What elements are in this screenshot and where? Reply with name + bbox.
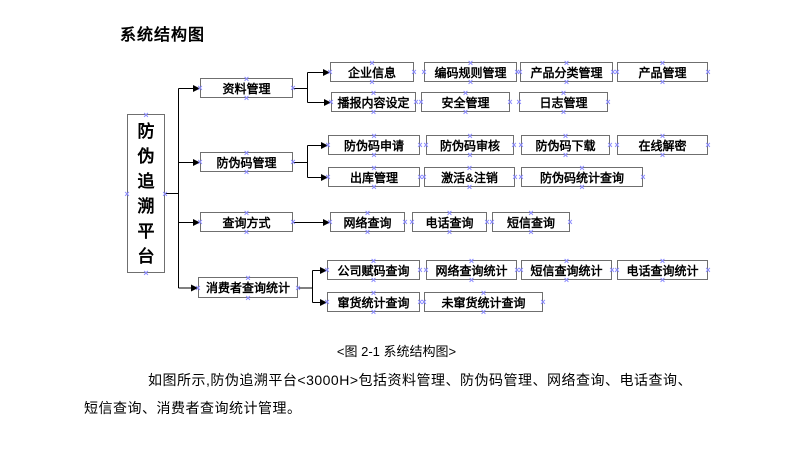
connector-lines bbox=[165, 69, 331, 306]
node-leaf-0-1-1: 安全管理×××× bbox=[418, 89, 512, 117]
node-leaf-1-0-2-label: 防伪码下载 bbox=[535, 138, 596, 153]
arrowhead-icon bbox=[193, 85, 200, 92]
node-leaf-3-1-1: 未窜货统计查询×××× bbox=[421, 289, 545, 317]
node-leaf-3-0-3-label: 电话查询统计 bbox=[626, 263, 699, 278]
node-leaf-0-0-0-label: 企业信息 bbox=[347, 65, 396, 80]
node-branch-1-label: 防伪码管理 bbox=[216, 155, 277, 170]
node-leaf-3-1-1-label: 未窜货统计查询 bbox=[441, 295, 526, 310]
node-leaf-3-0-2-label: 短信查询统计 bbox=[530, 263, 603, 278]
arrowhead-icon bbox=[323, 69, 330, 76]
arrowhead-icon bbox=[193, 219, 200, 226]
node-leaf-3-1-0-label: 窜货统计查询 bbox=[337, 295, 410, 310]
node-leaf-1-0-1: 防伪码审核×××× bbox=[423, 132, 516, 160]
node-leaf-1-0-0-label: 防伪码申请 bbox=[343, 138, 404, 153]
node-leaf-2-0-1: 电话查询×××× bbox=[409, 209, 489, 237]
node-root-platform: 防 伪 追 溯 平 台×××× bbox=[124, 111, 167, 278]
node-branch-0-label: 资料管理 bbox=[222, 81, 271, 96]
node-leaf-3-0-1-label: 网络查询统计 bbox=[435, 263, 508, 278]
node-leaf-0-0-1: 编码规则管理×××× bbox=[421, 59, 519, 87]
node-leaf-3-0-0: 公司赋码查询×××× bbox=[324, 257, 422, 285]
node-leaf-0-1-0-label: 播报内容设定 bbox=[337, 95, 410, 110]
node-leaf-3-0-3: 电话查询统计×××× bbox=[614, 257, 710, 285]
arrowhead-icon bbox=[320, 267, 327, 274]
node-leaf-0-1-2: 日志管理×××× bbox=[516, 89, 610, 117]
node-leaf-1-1-1: 激活&注销×××× bbox=[421, 164, 517, 192]
node-branch-2: 查询方式×××× bbox=[197, 209, 295, 237]
node-leaf-1-0-0: 防伪码申请×××× bbox=[325, 132, 422, 160]
figure-caption: <图 2-1 系统结构图> bbox=[336, 344, 457, 359]
node-leaf-2-0-0: 网络查询×××× bbox=[327, 209, 407, 237]
node-leaf-1-1-2-label: 防伪码统计查询 bbox=[539, 170, 624, 185]
node-leaf-0-1-1-label: 安全管理 bbox=[441, 95, 490, 110]
node-leaf-0-0-1-label: 编码规则管理 bbox=[434, 65, 507, 80]
node-branch-3-label: 消费者查询统计 bbox=[205, 281, 290, 295]
node-leaf-2-0-2-label: 短信查询 bbox=[506, 215, 555, 230]
node-leaf-1-1-1-label: 激活&注销 bbox=[441, 170, 498, 185]
node-leaf-1-1-0: 出库管理×××× bbox=[325, 164, 422, 192]
node-leaf-1-0-3-label: 在线解密 bbox=[638, 138, 687, 153]
node-leaf-1-0-2: 防伪码下载×××× bbox=[518, 132, 612, 160]
node-leaf-0-0-3-label: 产品管理 bbox=[638, 65, 687, 80]
node-leaf-3-0-0-label: 公司赋码查询 bbox=[337, 263, 410, 278]
node-branch-0: 资料管理×××× bbox=[197, 75, 295, 103]
arrowhead-icon bbox=[324, 99, 331, 106]
node-leaf-2-0-0-label: 网络查询 bbox=[343, 215, 392, 230]
node-leaf-0-1-0: 播报内容设定×××× bbox=[328, 89, 418, 117]
arrowhead-icon bbox=[323, 219, 330, 226]
body-text-line-1: 如图所示,防伪追溯平台<3000H>包括资料管理、防伪码管理、网络查询、电话查询… bbox=[148, 372, 692, 388]
node-leaf-2-0-2: 短信查询×××× bbox=[489, 209, 572, 237]
node-leaf-1-0-1-label: 防伪码审核 bbox=[439, 138, 500, 153]
body-text-line-2: 短信查询、消费者查询统计管理。 bbox=[84, 400, 302, 416]
node-leaf-3-1-0: 窜货统计查询×××× bbox=[324, 289, 422, 317]
node-leaf-0-0-2-label: 产品分类管理 bbox=[530, 65, 603, 80]
node-leaf-3-0-1: 网络查询统计×××× bbox=[423, 257, 519, 285]
node-branch-1: 防伪码管理×××× bbox=[197, 149, 295, 177]
arrowhead-icon bbox=[191, 284, 198, 292]
arrowhead-icon bbox=[320, 299, 327, 306]
arrowhead-icon bbox=[193, 159, 200, 166]
node-leaf-0-0-3: 产品管理×××× bbox=[614, 59, 710, 87]
page-title: 系统结构图 bbox=[120, 27, 206, 44]
node-branch-2-label: 查询方式 bbox=[222, 215, 271, 230]
node-leaf-0-0-0: 企业信息×××× bbox=[327, 59, 416, 87]
node-branch-3: 消费者查询统计×××× bbox=[195, 274, 300, 303]
node-leaf-0-1-2-label: 日志管理 bbox=[539, 95, 588, 110]
system-structure-diagram: 防 伪 追 溯 平 台×××× 资料管理×××× 企业信息××××编码规则管理×××… bbox=[124, 59, 710, 317]
node-leaf-1-1-0-label: 出库管理 bbox=[349, 170, 398, 185]
node-leaf-3-0-2: 短信查询统计×××× bbox=[518, 257, 614, 285]
arrowhead-icon bbox=[321, 174, 328, 181]
arrowhead-icon bbox=[321, 142, 328, 149]
node-leaf-2-0-1-label: 电话查询 bbox=[425, 215, 474, 230]
node-leaf-1-1-2: 防伪码统计查询×××× bbox=[518, 164, 645, 192]
node-root-platform-label: 防 伪 追 溯 平 台 bbox=[137, 121, 155, 266]
node-leaf-0-0-2: 产品分类管理×××× bbox=[517, 59, 615, 87]
node-leaf-1-0-3: 在线解密×××× bbox=[614, 132, 710, 160]
